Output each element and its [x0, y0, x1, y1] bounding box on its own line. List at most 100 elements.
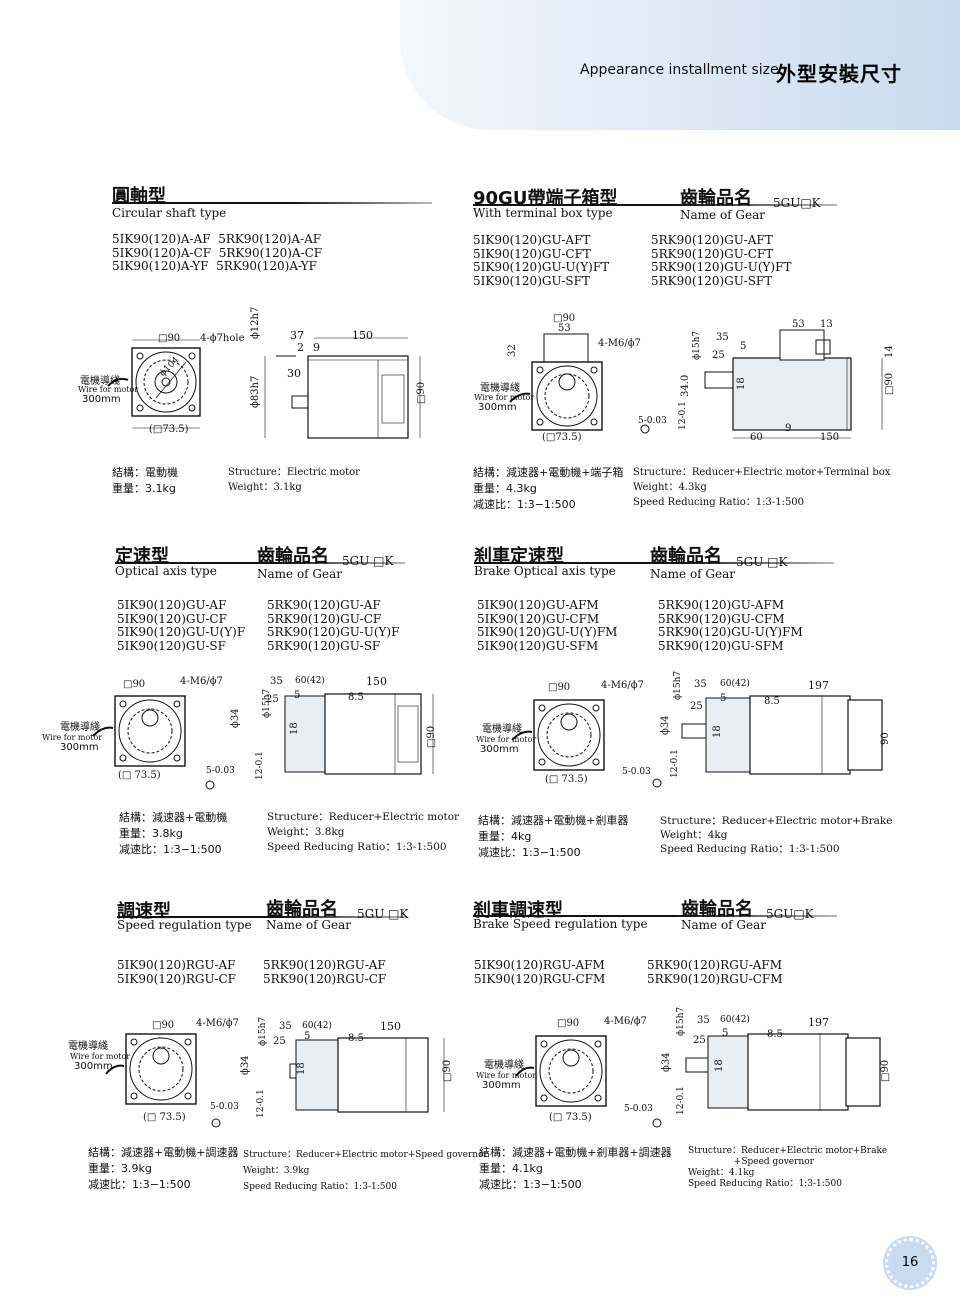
drawing-optical-axis: [92, 693, 434, 790]
dim-12: 12-0.1: [678, 401, 688, 430]
wire-en: Wire for motor: [78, 385, 139, 394]
dim-35: 35: [270, 676, 283, 687]
dim-shaft1: ϕ12h7: [250, 306, 261, 339]
section-rule: [117, 916, 407, 918]
dim-inner: (□ 73.5): [118, 770, 161, 781]
dim-60: 60: [750, 432, 763, 443]
spec-zh: 結構：電動機 重量：3.1kg: [112, 466, 178, 495]
dim-150: 197: [808, 1016, 829, 1029]
dim-side: 90: [880, 732, 891, 745]
dim-hole: 4-M6/ϕ7: [196, 1018, 239, 1029]
dim-square: □90: [557, 1018, 580, 1029]
header-title-en: Appearance installment size: [580, 62, 779, 78]
dim-34: ϕ34: [661, 1052, 672, 1072]
dim-18: 18: [712, 725, 723, 738]
dim-34: ϕ34: [240, 1055, 251, 1075]
section-subtitle: Brake Optical axis type: [474, 564, 616, 578]
dim-hole: 4-M6/ϕ7: [601, 680, 644, 691]
wire-zh: 電機導綫: [68, 1041, 108, 1052]
gear-code: 5GU□K: [773, 196, 821, 210]
dim-53b: 53: [792, 319, 805, 330]
dim-35: 35: [716, 332, 729, 343]
dim-tol: 5-0.03: [210, 1102, 239, 1112]
dim-25: 25: [273, 1036, 286, 1047]
dim-53: 53: [558, 323, 571, 334]
header-band: [400, 0, 960, 130]
section-title: 刹車定速型: [474, 546, 564, 567]
dim-square: □90: [158, 333, 181, 344]
drawing-circular-shaft: [107, 337, 421, 439]
dim-inner: (□ 73.5): [545, 774, 588, 785]
dim-tol: 5-0.03: [624, 1104, 653, 1114]
dim-hole: 4-ϕ7hole: [200, 333, 245, 344]
dim-inner: (□ 73.5): [143, 1112, 186, 1123]
dim-2: 2: [297, 341, 304, 354]
dim-18: 18: [289, 722, 300, 735]
dim-hole: 4-M6/ϕ7: [604, 1016, 647, 1027]
dim-12: 12-0.1: [255, 751, 265, 780]
section-rule: [115, 562, 405, 564]
spec-en: Structure：Reducer+Electric motor+Speed g…: [243, 1150, 488, 1192]
dim-hole: 4-M6/ϕ7: [598, 338, 641, 349]
wire-en: Wire for motor: [476, 735, 537, 744]
dim-square: □90: [548, 682, 571, 693]
gear-name-zh: 齒輪品名: [257, 546, 329, 567]
dim-150: 150: [352, 329, 373, 342]
dim-60: 60(42): [720, 1015, 750, 1025]
dim-inner: (□73.5): [542, 432, 582, 443]
wire-en: Wire for motor: [476, 1071, 537, 1080]
dim-37: 37: [290, 329, 304, 342]
dim-tol: 5-0.03: [206, 766, 235, 776]
section-rule: [112, 202, 432, 204]
spec-zh: 結構：減速器+電動機+剎車器 重量：4kg 减速比：1:3−1:500: [478, 814, 629, 859]
section-rule: [473, 204, 837, 206]
model-list-right: 5RK90(120)GU-AFM 5RK90(120)GU-CFM 5RK90(…: [658, 598, 803, 653]
dim-34: 34.0: [680, 374, 691, 397]
wire-len: 300mm: [480, 744, 519, 755]
section-subtitle: Circular shaft type: [112, 206, 227, 220]
dim-35: 35: [697, 1015, 710, 1026]
dim-85: 8.5: [764, 696, 780, 707]
spec-en: Structure：Reducer+Electric motor+Brake +…: [688, 1146, 888, 1189]
drawing-speed-regulation: [105, 1033, 445, 1128]
dim-12: 12-0.1: [256, 1089, 266, 1118]
section-subtitle: Brake Speed regulation type: [473, 917, 648, 931]
dim-32: 32: [507, 344, 518, 357]
section-subtitle: With terminal box type: [473, 206, 613, 220]
dim-150: 150: [366, 675, 387, 688]
spec-zh: 結構：減速器+電動機+端子箱 重量：4.3kg 减速比：1:3−1:500: [473, 466, 624, 511]
dim-side: □90: [426, 725, 437, 748]
wire-zh: 電機導綫: [480, 383, 520, 394]
dim-5: 5: [294, 690, 301, 701]
gear-code: 5GU □K: [342, 554, 394, 568]
gear-name-zh: 齒輪品名: [266, 899, 338, 920]
model-list-left: 5IK90(120)RGU-AF 5IK90(120)RGU-CF: [117, 958, 236, 986]
wire-zh: 電機導綫: [60, 722, 100, 733]
dim-150: 150: [380, 1020, 401, 1033]
dim-side: □90: [884, 372, 895, 395]
section-title: 定速型: [115, 546, 169, 567]
dim-25: 25: [712, 350, 725, 361]
dim-hole: 4-M6/ϕ7: [180, 676, 223, 687]
gear-name-en: Name of Gear: [266, 918, 352, 932]
dim-25: 25: [693, 1035, 706, 1046]
dim-18: 18: [714, 1059, 725, 1072]
model-list-left: 5IK90(120)GU-AFM 5IK90(120)GU-CFM 5IK90(…: [477, 598, 618, 653]
dim-85: 8.5: [348, 692, 364, 703]
dim-tol: 5-0.03: [638, 416, 667, 426]
wire-en: Wire for motor: [42, 733, 103, 742]
dim-shaft2: ϕ83h7: [250, 375, 261, 408]
spec-en: Structure：Reducer+Electric motor+Termina…: [633, 467, 891, 508]
dim-60: 60(42): [302, 1021, 332, 1031]
dim-5: 5: [722, 1028, 729, 1039]
dim-12: 12-0.1: [670, 749, 680, 778]
wire-zh: 電機導綫: [482, 724, 522, 735]
model-list-left: 5IK90(120)GU-AF 5IK90(120)GU-CF 5IK90(12…: [117, 598, 246, 653]
wire-en: Wire for motor: [70, 1052, 131, 1061]
dim-60: 60(42): [295, 676, 325, 686]
wire-len: 300mm: [482, 1080, 521, 1091]
gear-code: 5GU □K: [736, 555, 788, 569]
dim-35: 35: [279, 1021, 292, 1032]
header-title-zh: 外型安裝尺寸: [776, 62, 902, 86]
gear-name-zh: 齒輪品名: [650, 546, 722, 567]
